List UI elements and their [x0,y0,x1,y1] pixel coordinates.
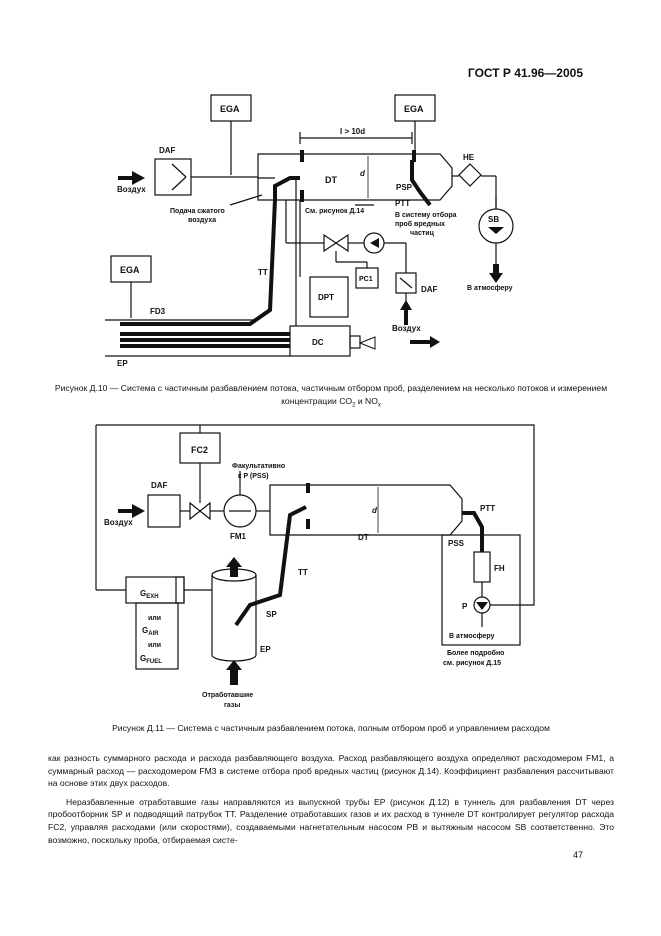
ega-label-1: EGA [220,104,240,114]
fm1-label: FM1 [230,532,247,541]
daf-label-3: DAF [151,481,168,490]
ep-label-2: EP [260,645,271,654]
pss-label: PSS [448,539,465,548]
optional-label-2: к P (PSS) [238,473,269,480]
dpt-label: DPT [318,293,334,302]
to-atmosphere-2: В атмосферу [449,633,495,640]
to-system-2: проб вредных [395,220,445,228]
d-label-2: d [372,506,378,515]
figure-d11-diagram: FC2 DAF Воздух Факультативно к P (PSS) F… [95,424,535,709]
more-label-2: см. рисунок Д.15 [443,660,501,667]
tt-label-2: TT [298,568,308,577]
comp-air-2: воздуха [188,217,216,224]
page-number: 47 [572,850,583,860]
dt-label: DT [325,175,337,185]
length-label: l > 10d [340,127,365,136]
p-label: P [462,602,468,611]
sb-label: SB [488,215,499,224]
dc-label: DC [312,338,324,347]
ptt-label: PTT [395,199,410,208]
he-label: HE [463,153,475,162]
ega-label-2: EGA [404,104,424,114]
air-label-2: Воздух [392,324,421,333]
g-air-label: GAIR [142,626,159,637]
paragraph-1: как разность суммарного расхода и расход… [48,753,614,789]
ega-label-3: EGA [120,265,140,275]
exhaust-label-1: Отработавшие [202,691,253,699]
daf-label-1: DAF [159,146,176,155]
fc2-label: FC2 [191,445,208,455]
to-system-3: частиц [410,230,435,237]
air-label-1: Воздух [117,185,146,194]
sp-label: SP [266,610,277,619]
comp-air-1: Подача сжатого [170,208,225,215]
body-text: как разность суммарного расхода и расход… [48,752,614,846]
dt-label-2: DT [358,533,369,542]
figure-d10-caption: Рисунок Д.10 — Система с частичным разба… [54,383,608,409]
paragraph-2: Неразбавленные отработавшие газы направл… [48,796,614,845]
g-exh-label: GEXH [140,589,159,600]
ep-label-1: EP [117,359,128,368]
air-label-3: Воздух [104,518,133,527]
or-label-1: или [148,615,161,622]
to-atmosphere-1: В атмосферу [467,285,513,292]
psp-label: PSP [396,183,413,192]
d-label: d [360,169,366,178]
fh-label: FH [494,564,505,573]
fd3-label: FD3 [150,307,166,316]
g-fuel-label: GFUEL [140,654,162,665]
optional-label-1: Факультативно [232,463,285,470]
pc1-label: PC1 [359,276,373,283]
to-system-1: В систему отбора [395,211,457,219]
tt-label-1: TT [258,268,268,277]
document-header: ГОСТ Р 41.96—2005 [467,66,583,80]
more-label-1: Более подробно [447,649,504,657]
ptt-label-2: PTT [480,504,495,513]
exhaust-label-2: газы [224,702,240,709]
figure-d11-caption: Рисунок Д.11 — Система с частичным разба… [112,723,550,733]
figure-d10-diagram: EGA EGA EGA DAF DAF Воздух Воздух DT d l… [105,94,514,368]
daf-label-2: DAF [421,285,438,294]
see-figure-label: См. рисунок Д.14 [305,208,364,215]
or-label-2: или [148,642,161,649]
